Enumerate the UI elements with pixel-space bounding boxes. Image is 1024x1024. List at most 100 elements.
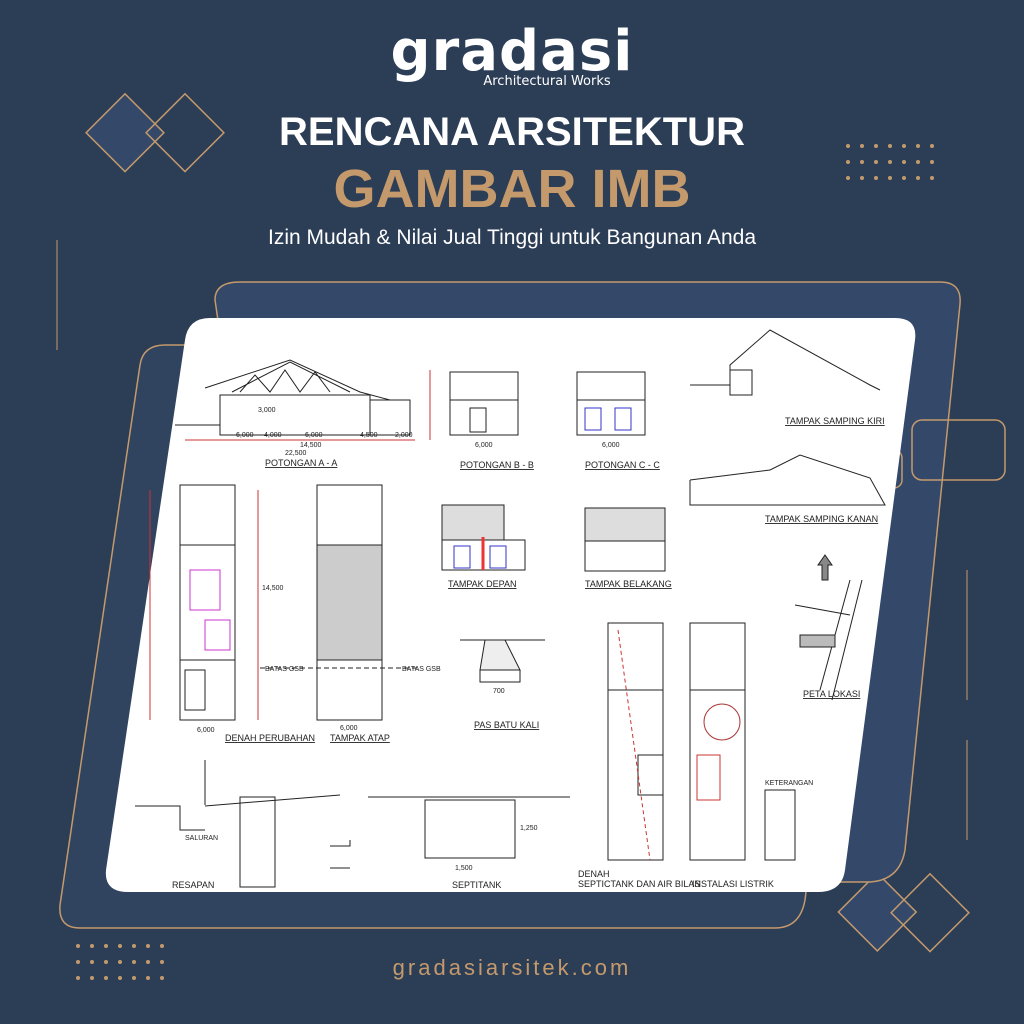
dot <box>874 160 878 164</box>
front-view-title: TAMPAK DEPAN <box>448 579 517 589</box>
dimension-label: 6,000 <box>197 727 215 734</box>
dot <box>916 176 920 180</box>
dot <box>902 176 906 180</box>
dimension-label: 4,500 <box>360 432 378 439</box>
section-c-drawing <box>576 371 646 436</box>
dot <box>902 144 906 148</box>
section-b-drawing <box>429 370 519 440</box>
dimension-label: 1,250 <box>520 825 538 832</box>
dot <box>132 944 136 948</box>
page-title: GAMBAR IMB <box>333 159 691 219</box>
dimension-label: 4,000 <box>264 432 282 439</box>
resapan-title: RESAPAN <box>172 880 214 890</box>
dot <box>874 144 878 148</box>
brand-subtitle: Architectural Works <box>483 74 611 89</box>
dot <box>90 944 94 948</box>
dot <box>90 960 94 964</box>
electrical-plan-title: INSTALASI LISTRIK <box>692 879 774 889</box>
dimension-label: 3,000 <box>258 407 276 414</box>
dot <box>874 176 878 180</box>
section-a-drawing <box>175 359 415 441</box>
saluran-label: SALURAN <box>185 835 218 842</box>
legend-label: KETERANGAN <box>765 780 813 787</box>
dot <box>132 960 136 964</box>
tagline: Izin Mudah & Nilai Jual Tinggi untuk Ban… <box>268 226 756 249</box>
dot <box>76 944 80 948</box>
dot <box>888 160 892 164</box>
left-side-view-drawing <box>690 329 881 396</box>
dot <box>146 944 150 948</box>
section-a-title: POTONGAN A - A <box>265 458 337 468</box>
dot-grid-top-right <box>846 144 934 180</box>
dimension-label: 6,000 <box>602 442 620 449</box>
dot <box>860 144 864 148</box>
septic-plan-title: DENAH <box>578 869 610 879</box>
floor-plan-drawing <box>149 484 259 721</box>
left-side-view-title: TAMPAK SAMPING KIRI <box>785 416 885 426</box>
dimension-label: 14,500 <box>300 442 322 449</box>
section-b-title: POTONGAN B - B <box>460 460 534 470</box>
foundation-detail-title: PAS BATU KALI <box>474 720 539 730</box>
foundation-detail-drawing <box>460 639 545 683</box>
dot-grid-bottom-left <box>76 944 164 980</box>
front-view-drawing <box>441 504 526 571</box>
electrical-plan-drawing <box>689 622 796 861</box>
dot <box>160 944 164 948</box>
dot <box>118 960 122 964</box>
dot <box>860 176 864 180</box>
dot <box>916 144 920 148</box>
north-arrow-icon <box>817 554 833 581</box>
location-map-title: PETA LOKASI <box>803 689 860 699</box>
dot <box>146 960 150 964</box>
dot <box>76 960 80 964</box>
dimension-label: 2,000 <box>395 432 413 439</box>
gsb-label: BATAS GSB <box>265 666 304 673</box>
website-link[interactable]: gradasiarsitek.com <box>392 955 632 980</box>
dimension-label: 22,500 <box>285 450 307 457</box>
septic-plan-subtitle: SEPTICTANK DAN AIR BILAS <box>578 879 700 889</box>
dimension-label: 6,000 <box>236 432 254 439</box>
gsb-label: BATAS GSB <box>402 666 441 673</box>
roof-plan-title: TAMPAK ATAP <box>330 733 390 743</box>
dot <box>930 176 934 180</box>
septic-plan-drawing <box>607 622 664 861</box>
dot <box>160 976 164 980</box>
dot <box>846 176 850 180</box>
dimension-label: 6,000 <box>340 725 358 732</box>
dot <box>902 160 906 164</box>
dot <box>930 160 934 164</box>
outline-box-decoration <box>911 419 1006 481</box>
flow-arrow-icon <box>330 840 351 869</box>
section-c-title: POTONGAN C - C <box>585 460 660 470</box>
drawing-panel <box>105 318 916 892</box>
dimension-label: 14,500 <box>262 585 284 592</box>
dot <box>118 976 122 980</box>
floor-plan-title: DENAH PERUBAHAN <box>225 733 315 743</box>
dot <box>104 960 108 964</box>
dot <box>104 944 108 948</box>
dimension-label: 700 <box>493 688 505 695</box>
roof-plan-drawing <box>260 484 420 721</box>
dot <box>146 976 150 980</box>
headline: RENCANA ARSITEKTUR <box>279 110 745 154</box>
dot <box>846 160 850 164</box>
dimension-label: 1,500 <box>455 865 473 872</box>
rear-view-drawing <box>584 507 666 572</box>
dot <box>846 144 850 148</box>
rear-view-title: TAMPAK BELAKANG <box>585 579 672 589</box>
septitank-section-drawing <box>368 796 570 859</box>
resapan-section-drawing <box>135 760 351 888</box>
brand-logo: gradasi Architectural Works <box>0 24 1024 90</box>
location-map-drawing <box>794 554 863 701</box>
dimension-label: 6,000 <box>305 432 323 439</box>
septitank-title: SEPTITANK <box>452 880 501 890</box>
dot <box>160 960 164 964</box>
diamond-decoration-top-left <box>85 92 225 173</box>
diamond-decoration-bottom-right <box>837 872 970 953</box>
dot <box>76 976 80 980</box>
right-side-view-title: TAMPAK SAMPING KANAN <box>765 514 878 524</box>
dot <box>132 976 136 980</box>
right-side-view-drawing <box>689 454 886 506</box>
dot <box>930 144 934 148</box>
